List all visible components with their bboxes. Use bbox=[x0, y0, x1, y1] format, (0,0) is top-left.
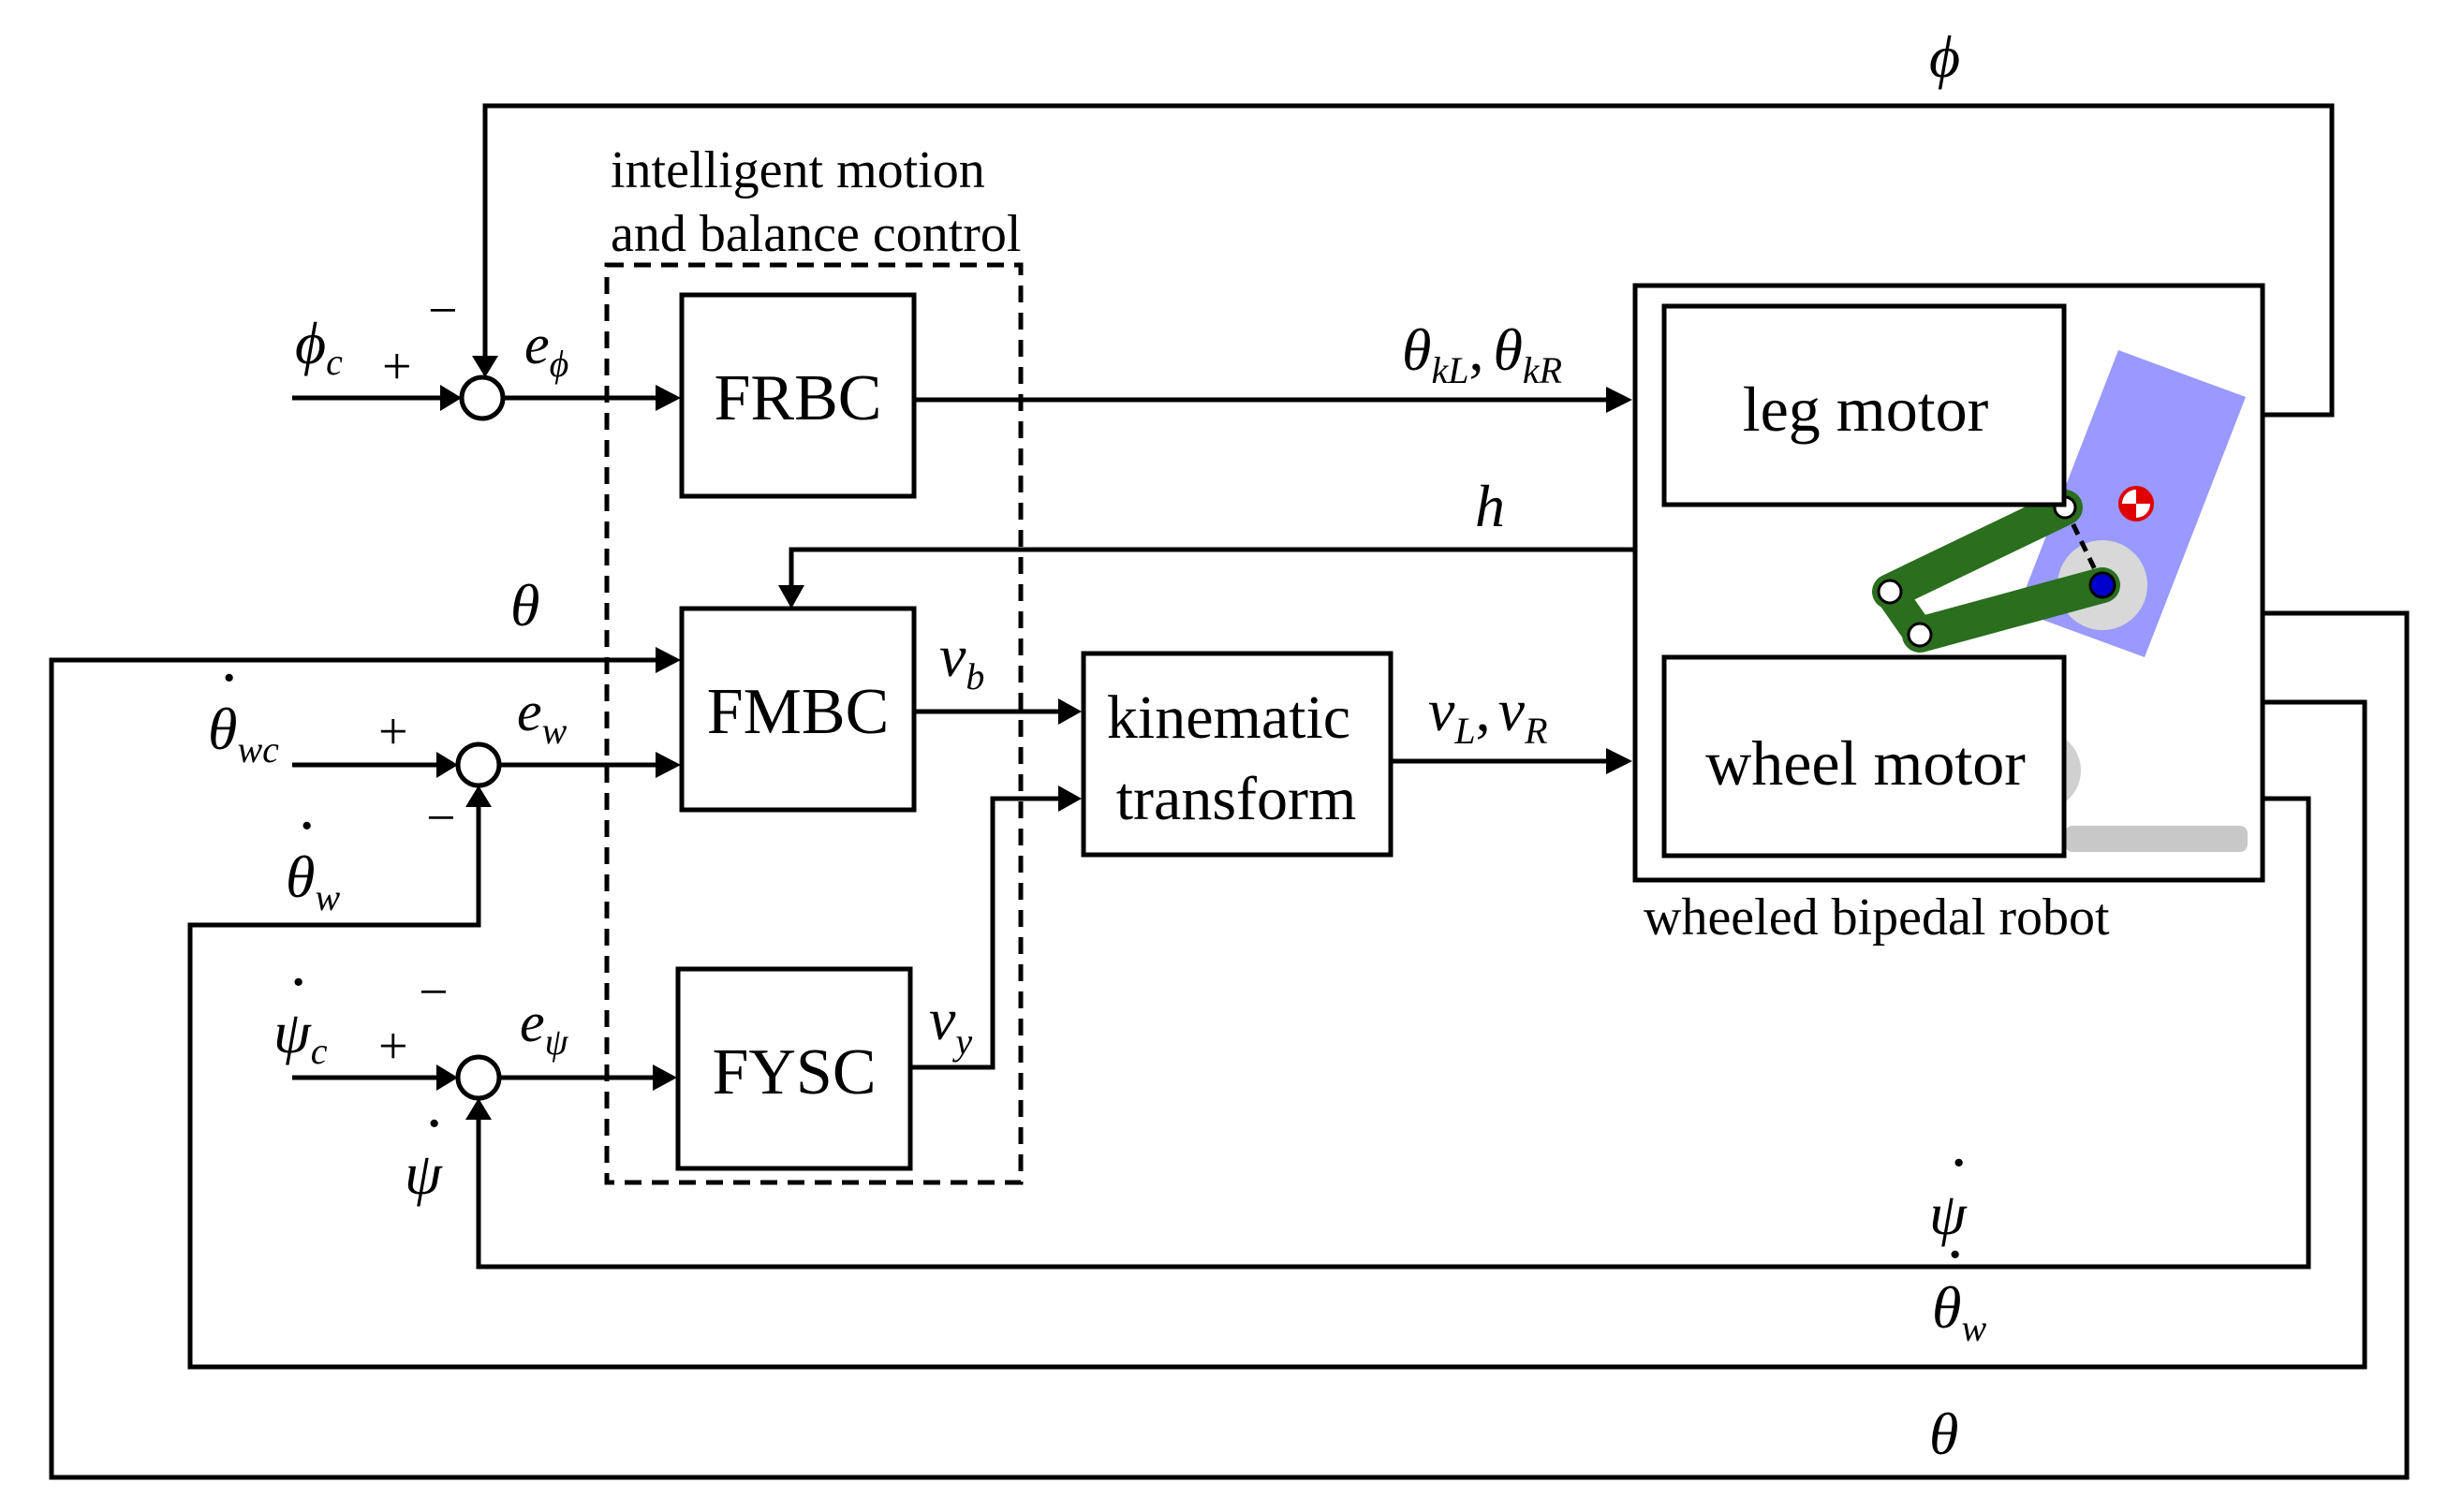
theta-k-label: θkL,θkR bbox=[1402, 316, 1562, 391]
thigh-link bbox=[1872, 490, 2083, 609]
svg-text:·: · bbox=[288, 947, 309, 1019]
psi-feedback-label: · ψ bbox=[1929, 1127, 1969, 1247]
theta-w-feedback-line bbox=[187, 699, 2367, 1370]
psi-c-label: · ψc bbox=[273, 947, 328, 1072]
control-group-dashed-box bbox=[604, 262, 1024, 1185]
wheel-motor-label: wheel motor bbox=[1705, 727, 2026, 799]
e-phi-label: eϕ bbox=[524, 314, 568, 385]
theta-feedback-line bbox=[49, 610, 2410, 1480]
kinematic-transform-block[interactable]: kinematic transform bbox=[1081, 651, 1394, 858]
w-plus-sign: + bbox=[378, 703, 408, 761]
svg-text:·: · bbox=[1944, 1219, 1966, 1291]
kinematic-label-line1: kinematic bbox=[1107, 683, 1350, 752]
fmbc-label: FMBC bbox=[707, 676, 890, 748]
phi-plus-sign: + bbox=[382, 338, 412, 396]
svg-text:·: · bbox=[218, 642, 240, 714]
ground-strip bbox=[2065, 826, 2248, 852]
theta-w-label: · θw bbox=[286, 790, 340, 918]
ankle-joint bbox=[1907, 622, 1933, 648]
svg-text:ψ: ψ bbox=[405, 1140, 443, 1207]
svg-text:θwc: θwc bbox=[208, 696, 279, 771]
phi-minus-sign: − bbox=[428, 282, 458, 340]
kinematic-label-line2: transform bbox=[1116, 765, 1357, 833]
psi-feedback-line bbox=[476, 796, 2311, 1270]
robot-caption: wheeled bipedal robot bbox=[1644, 888, 2110, 947]
svg-text:·: · bbox=[1948, 1127, 1969, 1199]
dashed-link bbox=[2062, 506, 2105, 587]
wheel-motor-block[interactable]: wheel motor bbox=[1661, 654, 2067, 859]
fmbc-block[interactable]: FMBC bbox=[679, 606, 917, 813]
theta-wc-label: · θwc bbox=[208, 642, 279, 771]
svg-text:·: · bbox=[423, 1088, 445, 1160]
svg-text:ψ: ψ bbox=[1929, 1181, 1968, 1247]
phi-feedback-line bbox=[482, 103, 2335, 418]
psi-plus-sign: + bbox=[378, 1018, 408, 1076]
v-y-label: vy bbox=[929, 986, 972, 1063]
e-w-label: ew bbox=[517, 681, 568, 752]
svg-text:θw: θw bbox=[1932, 1274, 1986, 1349]
v-lr-label: vL,vR bbox=[1428, 677, 1548, 752]
h-label: h bbox=[1475, 473, 1505, 539]
fysc-label: FYSC bbox=[712, 1036, 876, 1108]
frbc-label: FRBC bbox=[715, 362, 882, 434]
theta-feedback-label: θ bbox=[1929, 1401, 1958, 1467]
summing-junction-w bbox=[455, 741, 502, 788]
summing-junction-phi bbox=[459, 374, 506, 421]
knee-joint bbox=[1877, 579, 1903, 605]
svg-text:ψc: ψc bbox=[273, 999, 328, 1072]
leg-motor-block[interactable]: leg motor bbox=[1661, 303, 2067, 507]
wheeled-bipedal-robot[interactable]: leg motor wheel motor bbox=[1632, 283, 2265, 883]
phi-c-label: ϕc bbox=[295, 310, 343, 383]
theta-label: θ bbox=[510, 572, 539, 639]
theta-w-feedback-label: · θw bbox=[1932, 1219, 1986, 1349]
h-feedback-line bbox=[789, 547, 1635, 585]
group-title-line1: intelligent motion bbox=[611, 141, 985, 199]
center-of-mass-icon bbox=[2118, 486, 2154, 521]
svg-text:·: · bbox=[296, 790, 317, 862]
psi-minus-sign: − bbox=[419, 963, 449, 1021]
v-y-line bbox=[910, 796, 1058, 1070]
phi-feedback-label: ϕ bbox=[1929, 23, 1960, 90]
psi-label: · ψ bbox=[405, 1088, 445, 1207]
summing-junction-psi bbox=[455, 1054, 502, 1101]
v-b-label: vb bbox=[939, 623, 984, 697]
fysc-block[interactable]: FYSC bbox=[675, 966, 913, 1171]
shank-link bbox=[1902, 567, 2120, 653]
e-psi-label: eψ bbox=[520, 991, 569, 1063]
w-minus-sign: − bbox=[426, 789, 456, 847]
svg-text:θw: θw bbox=[286, 844, 340, 918]
frbc-block[interactable]: FRBC bbox=[679, 292, 917, 499]
leg-motor-label: leg motor bbox=[1743, 374, 1989, 445]
wheel-axis-joint bbox=[2088, 571, 2116, 599]
group-title-line2: and balance control bbox=[611, 205, 1021, 263]
